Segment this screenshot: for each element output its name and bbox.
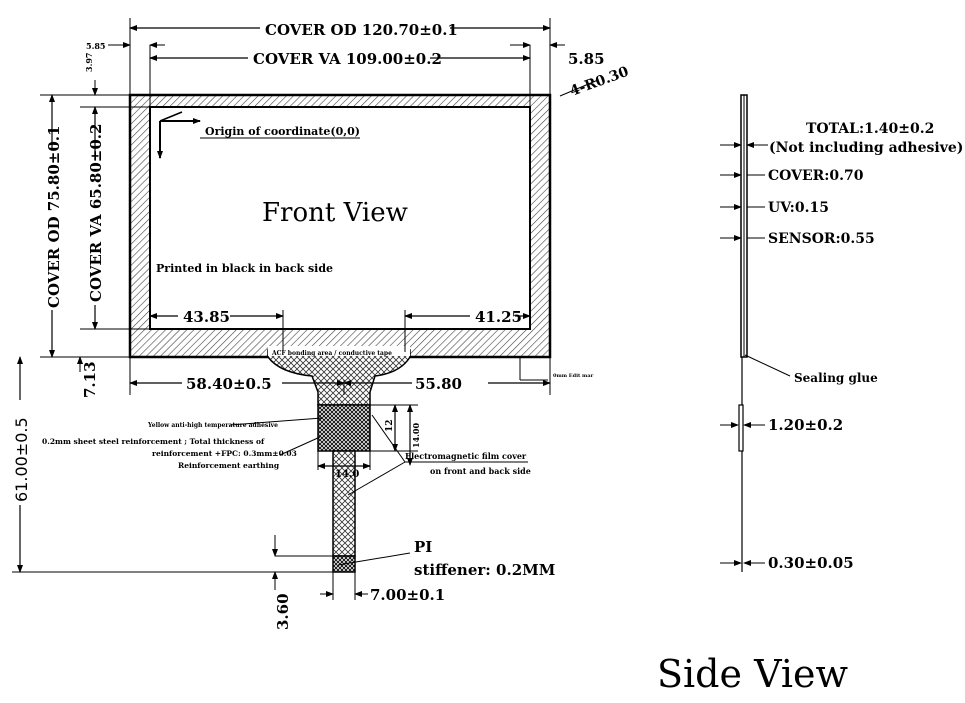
side-sensor-label: SENSOR:0.55 [768, 231, 875, 247]
side-view-labels: TOTAL:1.40±0.2 (Not including adhesive) … [657, 121, 963, 696]
front-view-labels: COVER OD 120.70±0.1 COVER VA 109.00±0.2 … [12, 21, 631, 630]
stiffener-total-label: 14.00 [411, 423, 421, 448]
right-tail-offset-label: 41.25 [475, 308, 522, 326]
fpc-tail [332, 450, 356, 557]
viewing-area [149, 106, 531, 330]
side-sealing-label: Sealing glue [794, 371, 878, 385]
stiffener-width-label: 14.0 [335, 469, 359, 480]
cover-va-height-label: COVER VA 65.80±0.2 [87, 124, 105, 302]
edge-note: 0mm Edit mar [553, 373, 594, 379]
origin-leader [159, 111, 183, 122]
front-view [12, 18, 599, 600]
emi-film-note-2: on front and back side [430, 466, 531, 476]
side-view-title: Side View [657, 652, 848, 696]
front-view-title: Front View [262, 198, 408, 228]
side-fpc-thickness-label: 1.20±0.2 [768, 416, 843, 434]
corner-radius-label: 4-R0.30 [568, 64, 631, 100]
cover-od-height-label: COVER OD 75.80±0.1 [45, 126, 63, 308]
emi-film-note: Electromagnetic film cover [405, 451, 527, 461]
printed-note: Printed in black in back side [156, 262, 333, 275]
stiffener-height-label: 12 [385, 419, 395, 432]
fpc-width-label: 7.00±0.1 [370, 586, 445, 604]
left-margin-label: 5.85 [86, 41, 105, 51]
cover-va-width-label: COVER VA 109.00±0.2 [253, 50, 442, 68]
side-fpc-stiffener [738, 404, 744, 452]
bonding-strip [268, 346, 410, 356]
steel-reinforcement [317, 404, 371, 452]
right-margin-label: 5.85 [568, 50, 605, 68]
origin-note: Origin of coordinate(0,0) [205, 125, 360, 138]
earthing-note: Reinforcement earthing [178, 461, 280, 470]
bottom-margin-label: 7.13 [81, 361, 99, 398]
tail-right-label: 55.80 [415, 375, 462, 393]
pi-tip-length-label: 3.60 [274, 593, 292, 630]
adhesive-note: Yellow anti-high temperature adhesive [147, 422, 278, 429]
side-cover-label: COVER:0.70 [768, 168, 864, 184]
side-uv-label: UV:0.15 [768, 200, 829, 216]
fpc-neck [267, 349, 411, 406]
cover-od-width-label: COVER OD 120.70±0.1 [265, 21, 458, 39]
pi-stiffener-label-2: stiffener: 0.2MM [414, 561, 555, 579]
top-margin-label: 3.97 [84, 53, 94, 72]
side-view [720, 94, 791, 572]
tail-center-label: 58.40±0.5 [186, 375, 272, 393]
pi-stiffener-label: PI [414, 538, 432, 556]
side-total-label: TOTAL:1.40±0.2 [806, 121, 934, 137]
reinforcement-note: 0.2mm sheet steel reinforcement ; Total … [42, 437, 265, 446]
fpc-length-label: 61.00±0.5 [12, 417, 31, 502]
left-tail-offset-label: 43.85 [183, 308, 230, 326]
side-tip-thickness-label: 0.30±0.05 [768, 554, 854, 572]
side-total-note: (Not including adhesive) [769, 140, 963, 156]
reinforcement-note-2: reinforcement +FPC: 0.3mm±0.03 [152, 449, 297, 458]
bonding-seam-text: ACF bonding area / conductive tape [271, 350, 392, 357]
